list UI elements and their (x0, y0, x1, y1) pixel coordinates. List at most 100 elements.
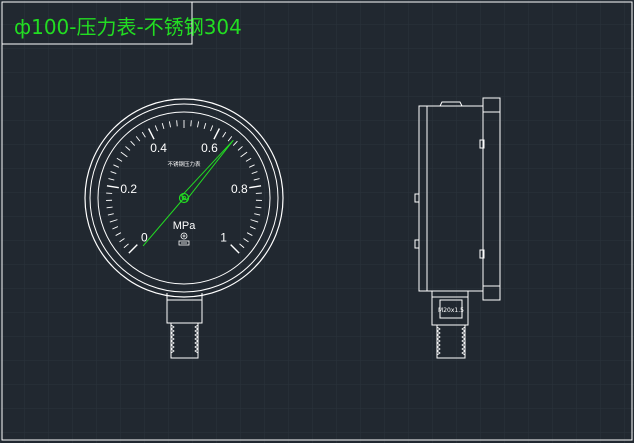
scale-label: 0.2 (120, 182, 137, 196)
minor-tick (254, 213, 261, 216)
minor-tick (232, 140, 238, 146)
minor-tick (113, 164, 120, 168)
minor-tick (222, 131, 227, 138)
scale-label: 0.6 (201, 141, 218, 155)
side-socket-hex (431, 290, 469, 326)
minor-tick (120, 151, 128, 158)
minor-tick (255, 206, 262, 209)
bezel-clip-lower (479, 249, 485, 259)
certification-symbols (178, 232, 190, 246)
thread-tooth (436, 326, 466, 332)
minor-tick (237, 146, 243, 151)
drawing-title[interactable]: ф100-压力表-不锈钢304 (14, 15, 242, 39)
thread-teeth-side (436, 326, 466, 356)
thread-tooth (436, 350, 466, 356)
thread-tooth (170, 348, 199, 354)
thread-size-label: M20x1.5 (438, 307, 464, 314)
minor-tick (243, 238, 249, 243)
pointer-hub (178, 192, 190, 204)
gauge-outer-ring (84, 98, 284, 298)
minor-tick (107, 213, 114, 216)
thread-tooth (436, 330, 466, 336)
thread-tooth (170, 324, 199, 330)
title-block[interactable]: ф100-压力表-不锈钢304 (1, 1, 242, 45)
major-tick (230, 244, 240, 254)
minor-tick (253, 178, 260, 181)
minor-tick (245, 157, 252, 162)
front-bezel-flange (482, 97, 501, 301)
minor-tick (249, 226, 256, 230)
thread-tooth (170, 344, 199, 350)
dial-scale-labels: 0 0.2 0.4 0.6 0.8 1 (120, 141, 248, 244)
connector-socket (166, 293, 203, 324)
thread-tooth (436, 334, 466, 340)
major-tick (106, 185, 119, 189)
minor-tick (210, 125, 214, 132)
side-lug-upper (414, 193, 419, 203)
major-tick (249, 185, 262, 189)
minor-tick (119, 238, 125, 243)
gauge-side-view[interactable]: M20x1.5 (414, 97, 501, 359)
minor-tick (246, 232, 253, 236)
minor-tick (141, 131, 146, 138)
gauge-pointer (142, 139, 234, 247)
minor-tick (135, 136, 141, 142)
thread-tooth (436, 346, 466, 352)
dial-brand-mark: 不锈钢压力表 (167, 160, 201, 168)
connector-thread-body (170, 323, 199, 359)
major-tick (128, 244, 138, 254)
minor-tick (239, 243, 245, 249)
bezel-clip-upper (479, 139, 485, 149)
title-box (1, 1, 193, 45)
bottom-connector (166, 293, 203, 359)
major-tick (147, 128, 155, 140)
minor-tick (227, 136, 233, 142)
gauge-bezel (89, 103, 279, 293)
minor-tick (125, 146, 131, 151)
minor-tick (197, 121, 200, 128)
approval-mark-icon (178, 240, 190, 246)
minor-tick (190, 120, 192, 127)
side-lug-lower (414, 239, 419, 249)
minor-tick (250, 219, 259, 223)
pointer-hub-center (181, 195, 187, 201)
thread-tooth (170, 328, 199, 334)
dial-scale-ticks (106, 120, 262, 254)
minor-tick (203, 122, 207, 129)
minor-tick (130, 140, 136, 146)
minor-tick (123, 243, 129, 249)
pointer-tail (142, 197, 185, 247)
thread-tooth (436, 338, 466, 344)
scale-label: 0.4 (150, 141, 167, 155)
minor-tick (168, 121, 171, 128)
thread-tooth (436, 342, 466, 348)
thread-tooth (170, 340, 199, 346)
case-top-bump (439, 101, 463, 107)
scale-label: 0.8 (231, 182, 248, 196)
minor-tick (109, 219, 118, 223)
minor-tick (176, 120, 178, 127)
thread-tooth (170, 336, 199, 342)
thread-label-box (439, 299, 463, 319)
minor-tick (115, 232, 122, 236)
minor-tick (112, 226, 119, 230)
gauge-dial-face (97, 111, 271, 285)
major-tick (213, 128, 221, 140)
minor-tick (108, 178, 115, 181)
minor-tick (154, 125, 158, 132)
scale-label: 1 (220, 231, 227, 245)
minor-tick (110, 171, 117, 175)
minor-tick (251, 171, 258, 175)
scale-label: 0 (141, 231, 148, 245)
minor-tick (248, 164, 255, 168)
side-thread-body (436, 325, 466, 359)
cert-mark-icon (180, 232, 188, 240)
minor-tick (106, 206, 113, 209)
thread-tooth (170, 332, 199, 338)
minor-tick (116, 157, 123, 162)
minor-tick (161, 122, 165, 129)
